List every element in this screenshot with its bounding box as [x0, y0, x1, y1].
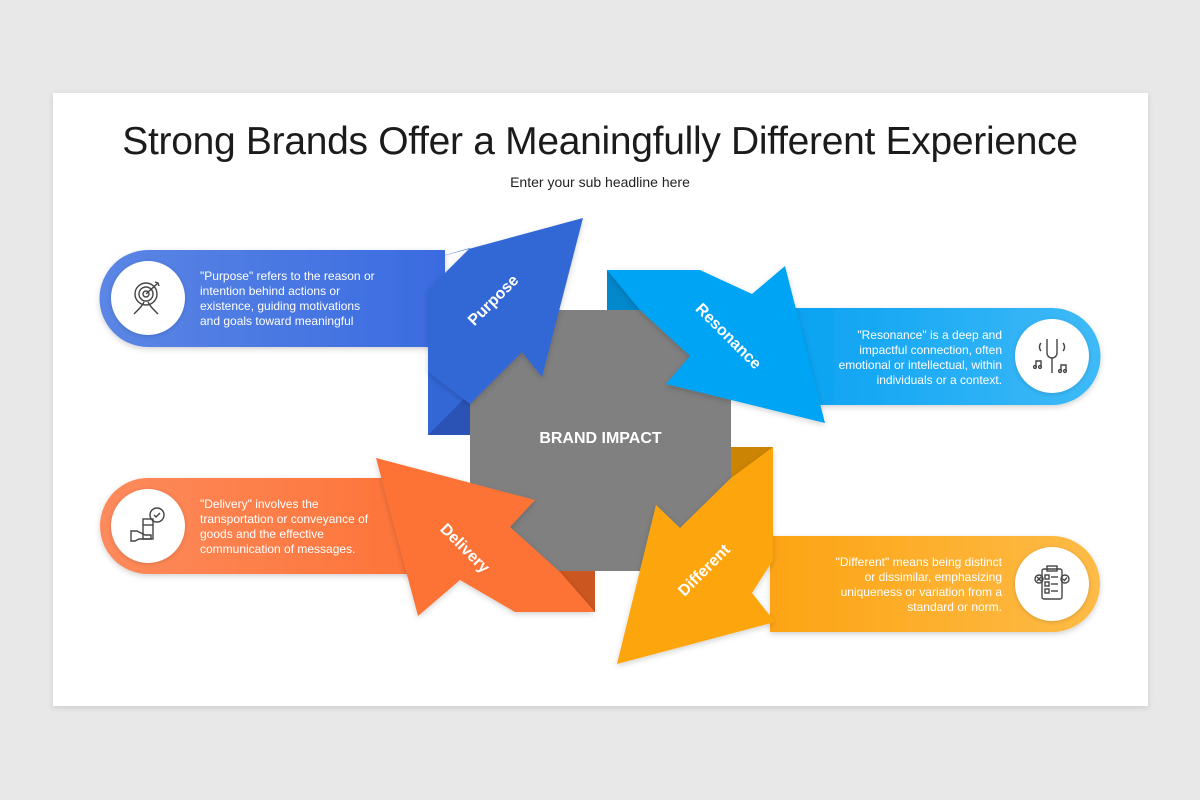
purpose-fold-dark [428, 393, 470, 435]
resonance-description: "Resonance" is a deep and impactful conn… [838, 328, 1002, 387]
purpose-description: "Purpose" refers to the reason or intent… [200, 269, 375, 328]
checklist-icon [1034, 565, 1070, 600]
purpose-arrow [428, 218, 583, 404]
target-icon [133, 281, 160, 315]
resonance-icon-circle [1015, 319, 1089, 393]
delivery-arrow [376, 458, 595, 616]
brand-impact-label: BRAND IMPACT [539, 430, 662, 447]
different-arrow [617, 447, 775, 664]
different-pill [770, 536, 1100, 632]
resonance-arrow [607, 266, 825, 423]
different-description: "Different" means being distinct or diss… [835, 555, 1002, 614]
page-subtitle: Enter your sub headline here [510, 174, 690, 190]
page-title: Strong Brands Offer a Meaningfully Diffe… [122, 120, 1078, 163]
delivery-hand-icon [130, 507, 165, 542]
tuning-fork-icon [1032, 339, 1068, 374]
delivery-pill [100, 478, 420, 574]
different-icon-circle [1015, 547, 1089, 621]
purpose-pill [99, 250, 446, 347]
delivery-icon-circle [111, 489, 185, 563]
purpose-icon-circle [111, 261, 185, 335]
delivery-description: "Delivery" involves the transportation o… [200, 497, 369, 556]
